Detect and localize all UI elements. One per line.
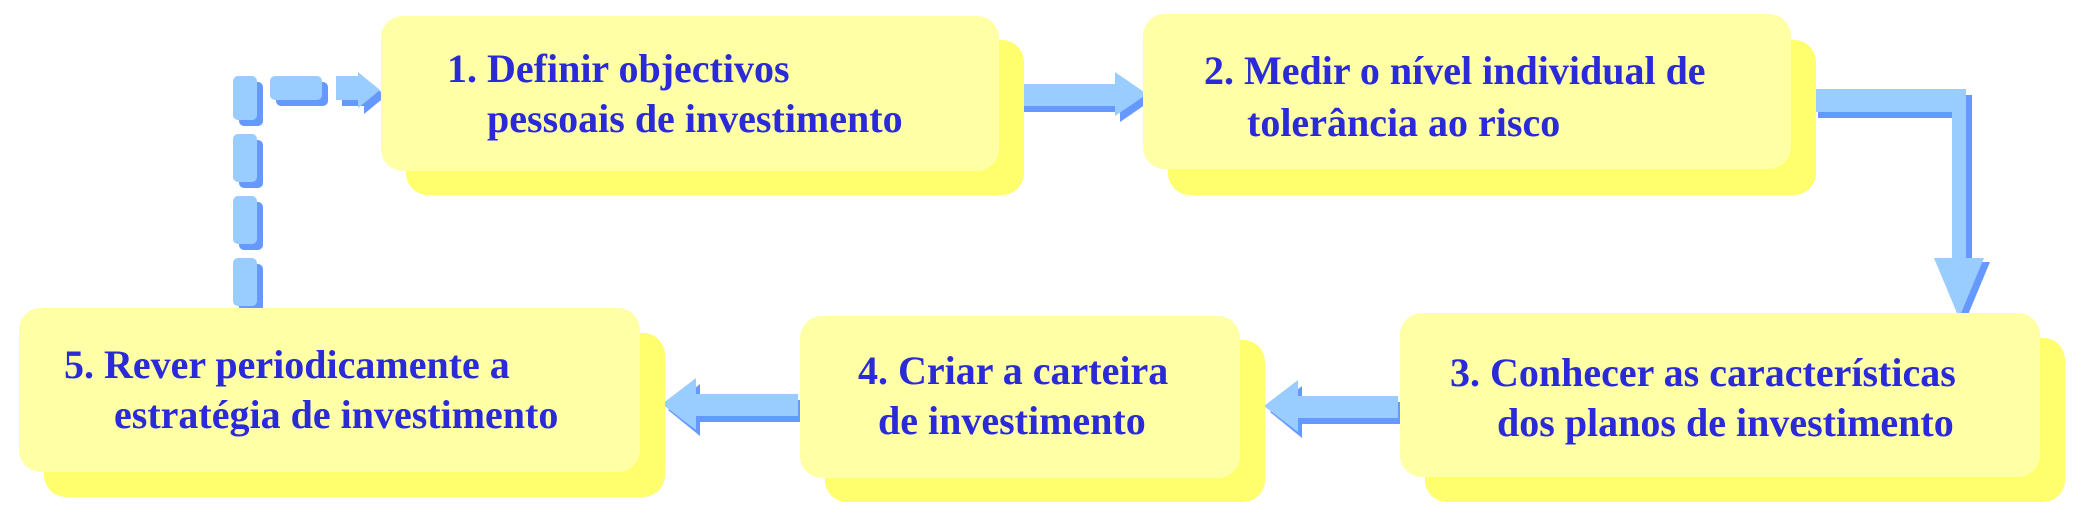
step-1-line-2: pessoais de investimento xyxy=(487,96,903,141)
step-4-box: 4. Criar a carteira de investimento xyxy=(800,316,1265,502)
arrow-step2-to-step3 xyxy=(1812,89,1990,322)
arrow-step3-to-step4 xyxy=(1264,380,1402,438)
step-3-line-2: dos planos de investimento xyxy=(1497,400,1954,445)
step-5-line-1: 5. Rever periodicamente a xyxy=(64,342,510,387)
step-2-box: 2. Medir o nível individual de tolerânci… xyxy=(1143,14,1816,195)
step-1-box: 1. Definir objectivos pessoais de invest… xyxy=(381,16,1024,195)
step-3-box: 3. Conhecer as características dos plano… xyxy=(1400,313,2065,502)
step-1-line-1: 1. Definir objectivos xyxy=(447,46,790,91)
step-3-line-1: 3. Conhecer as características xyxy=(1450,350,1956,395)
step-5-box: 5. Rever periodicamente a estratégia de … xyxy=(19,308,665,497)
arrow-step4-to-step5 xyxy=(662,378,802,436)
step-4-line-2: de investimento xyxy=(878,398,1146,443)
dashed-arrow-step5-to-step1 xyxy=(233,72,386,312)
arrow-step1-to-step2 xyxy=(995,72,1152,122)
step-2-line-2: tolerância ao risco xyxy=(1247,100,1560,145)
step-5-line-2: estratégia de investimento xyxy=(114,392,558,437)
step-2-line-1: 2. Medir o nível individual de xyxy=(1204,48,1706,93)
step-4-line-1: 4. Criar a carteira xyxy=(858,348,1168,393)
